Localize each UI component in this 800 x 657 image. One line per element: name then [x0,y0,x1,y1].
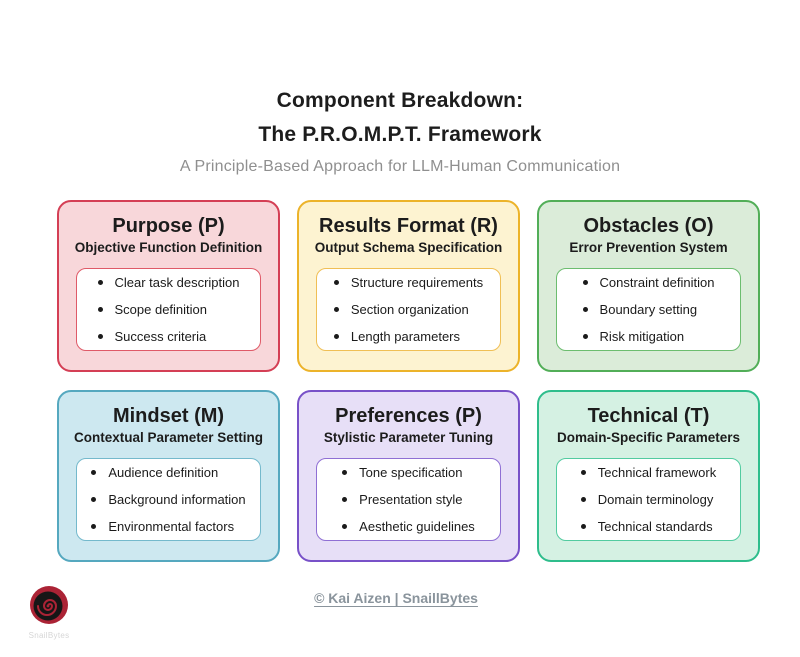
card-subtitle: Contextual Parameter Setting [73,430,264,445]
bullet-item: Section organization [333,296,483,323]
bullet-text: Boundary setting [599,302,698,317]
snail-spiral-icon [30,586,68,624]
card-obstacles: Obstacles (O) Error Prevention System Co… [537,200,760,372]
bullet-dot-icon [333,280,339,285]
bullet-dot-icon [342,524,348,529]
bullet-dot-icon [580,470,586,475]
bullet-list: Audience definition Background informati… [91,459,246,540]
card-title: Obstacles (O) [583,215,714,237]
bullet-item: Success criteria [97,323,240,350]
credit-link[interactable]: © Kai Aizen | SnaillBytes [314,590,478,606]
card-bullet-box: Audience definition Background informati… [76,458,261,541]
bullet-item: Constraint definition [582,269,715,296]
card-subtitle: Output Schema Specification [314,240,503,255]
bullet-text: Background information [108,492,246,507]
bullet-dot-icon [91,470,97,475]
bullet-dot-icon [582,280,588,285]
bullet-dot-icon [97,280,103,285]
footer: © Kai Aizen | SnaillBytes [0,590,800,608]
bullet-item: Length parameters [333,323,483,350]
framework-card-grid: Purpose (P) Objective Function Definitio… [57,200,760,562]
page-title-line-1: Component Breakdown: [276,89,524,112]
bullet-dot-icon [91,524,97,529]
card-title: Results Format (R) [319,215,498,237]
card-title: Mindset (M) [112,405,225,427]
page-subtitle: A Principle-Based Approach for LLM-Human… [179,158,621,175]
card-subtitle: Stylistic Parameter Tuning [323,430,494,445]
bullet-text: Technical framework [597,465,717,480]
page-title-line-2: The P.R.O.M.P.T. Framework [258,123,542,146]
bullet-dot-icon [582,334,588,339]
bullet-dot-icon [582,307,588,312]
bullet-text: Scope definition [114,302,208,317]
bullet-list: Structure requirements Section organizat… [333,269,484,350]
bullet-text: Domain terminology [597,492,714,507]
bullet-item: Aesthetic guidelines [342,513,475,540]
card-bullet-box: Technical framework Domain terminology T… [556,458,741,541]
bullet-text: Tone specification [359,465,463,480]
bullet-dot-icon [342,497,348,502]
bullet-text: Constraint definition [599,275,715,290]
card-bullet-box: Clear task description Scope definition … [76,268,261,351]
bullet-item: Structure requirements [333,269,484,296]
card-title: Preferences (P) [335,405,482,427]
bullet-dot-icon [342,470,348,475]
bullet-item: Background information [91,486,246,513]
card-technical: Technical (T) Domain-Specific Parameters… [537,390,760,562]
card-bullet-box: Tone specification Presentation style Ae… [316,458,501,541]
card-title: Technical (T) [587,405,710,427]
card-title: Purpose (P) [112,215,225,237]
header: Component Breakdown: The P.R.O.M.P.T. Fr… [0,84,800,176]
bullet-text: Risk mitigation [599,329,685,344]
bullet-text: Success criteria [114,329,207,344]
bullet-item: Scope definition [97,296,240,323]
bullet-dot-icon [580,524,586,529]
logo-label: SnailBytes [28,631,70,640]
bullet-list: Constraint definition Boundary setting R… [582,269,715,350]
bullet-dot-icon [97,334,103,339]
bullet-text: Section organization [350,302,469,317]
card-preferences: Preferences (P) Stylistic Parameter Tuni… [297,390,520,562]
card-subtitle: Objective Function Definition [74,240,263,255]
bullet-dot-icon [580,497,586,502]
bullet-text: Clear task description [114,275,240,290]
bullet-item: Boundary setting [582,296,715,323]
snailbytes-logo: SnailBytes [27,585,71,640]
card-mindset: Mindset (M) Contextual Parameter Setting… [57,390,280,562]
bullet-list: Technical framework Domain terminology T… [580,459,717,540]
bullet-dot-icon [333,307,339,312]
bullet-item: Environmental factors [91,513,245,540]
card-bullet-box: Structure requirements Section organizat… [316,268,501,351]
bullet-item: Risk mitigation [582,323,715,350]
bullet-dot-icon [97,307,103,312]
bullet-item: Technical framework [580,459,717,486]
bullet-text: Technical standards [597,519,713,534]
bullet-item: Presentation style [342,486,475,513]
bullet-item: Audience definition [91,459,245,486]
bullet-list: Clear task description Scope definition … [97,269,240,350]
bullet-text: Length parameters [350,329,460,344]
bullet-item: Domain terminology [580,486,717,513]
bullet-text: Aesthetic guidelines [359,519,475,534]
card-subtitle: Domain-Specific Parameters [556,430,741,445]
bullet-dot-icon [333,334,339,339]
bullet-dot-icon [91,497,97,502]
bullet-text: Structure requirements [350,275,484,290]
card-subtitle: Error Prevention System [569,240,728,255]
card-purpose: Purpose (P) Objective Function Definitio… [57,200,280,372]
card-bullet-box: Constraint definition Boundary setting R… [556,268,741,351]
bullet-item: Tone specification [342,459,475,486]
bullet-text: Presentation style [359,492,463,507]
bullet-text: Audience definition [108,465,219,480]
bullet-item: Clear task description [97,269,240,296]
bullet-text: Environmental factors [108,519,235,534]
bullet-list: Tone specification Presentation style Ae… [342,459,475,540]
card-results-format: Results Format (R) Output Schema Specifi… [297,200,520,372]
bullet-item: Technical standards [580,513,717,540]
